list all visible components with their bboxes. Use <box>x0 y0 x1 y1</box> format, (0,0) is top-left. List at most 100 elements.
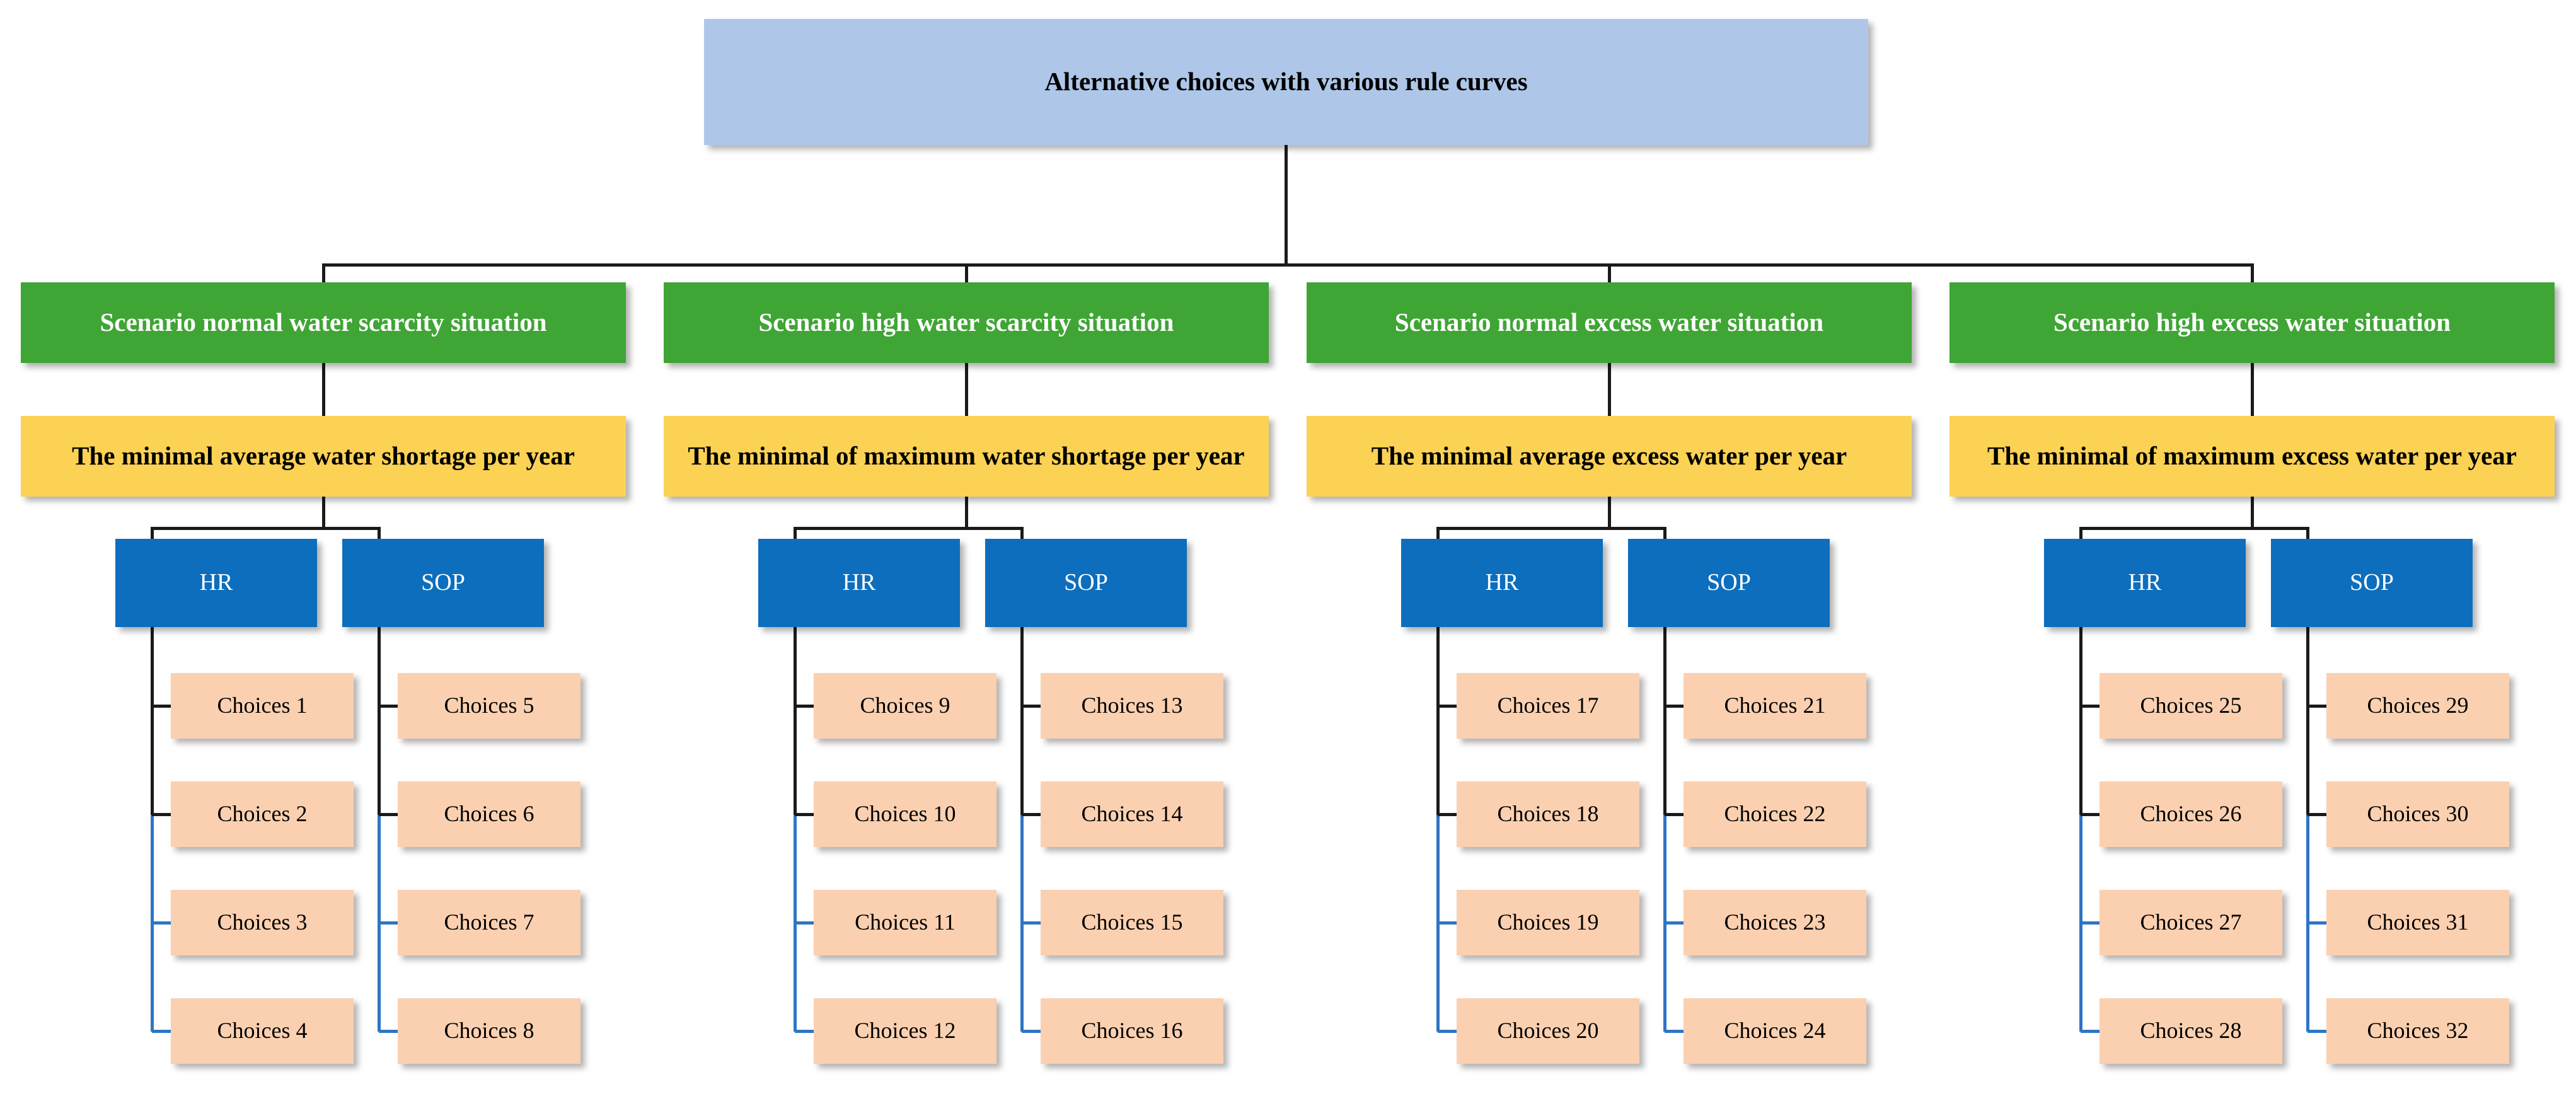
choice-node-choices-3: Choices 3 <box>171 890 354 955</box>
connector-stub-choice-choices-20 <box>1438 1030 1457 1033</box>
connector-to-method-3-1 <box>1436 527 1440 539</box>
choice-node-choices-10-label: Choices 10 <box>854 801 956 827</box>
choice-node-choices-19: Choices 19 <box>1457 890 1639 955</box>
choice-node-choices-17-label: Choices 17 <box>1497 693 1599 718</box>
choice-node-choices-7-label: Choices 7 <box>444 909 534 935</box>
connector-to-method-1-1 <box>151 527 154 539</box>
choice-node-choices-28-label: Choices 28 <box>2140 1018 2242 1044</box>
connector-choice-spine-dark-1-2 <box>378 627 381 816</box>
method-node-3-hr: HR <box>1401 539 1603 627</box>
choice-node-choices-26-label: Choices 26 <box>2140 801 2242 827</box>
method-node-4-sop: SOP <box>2271 539 2473 627</box>
connector-criterion-stem-1 <box>322 497 325 530</box>
choice-node-choices-14: Choices 14 <box>1041 781 1223 847</box>
choice-node-choices-29: Choices 29 <box>2326 673 2509 739</box>
choice-node-choices-13: Choices 13 <box>1041 673 1223 739</box>
choice-node-choices-2-label: Choices 2 <box>217 801 308 827</box>
criterion-node-1: The minimal average water shortage per y… <box>21 416 626 497</box>
connector-stub-choice-choices-32 <box>2307 1030 2326 1033</box>
connector-to-method-4-1 <box>2079 527 2082 539</box>
scenario-node-4-label: Scenario high excess water situation <box>2053 308 2451 337</box>
choice-node-choices-25-label: Choices 25 <box>2140 693 2242 718</box>
connector-criterion-stem-4 <box>2251 497 2254 530</box>
method-node-4-sop-label: SOP <box>2350 569 2394 596</box>
criterion-node-4-label: The minimal of maximum excess water per … <box>1987 441 2517 471</box>
connector-bus-to-branch-1 <box>322 263 325 282</box>
connector-stub-choice-choices-26 <box>2081 813 2099 816</box>
choice-node-choices-23: Choices 23 <box>1684 890 1866 955</box>
choice-node-choices-3-label: Choices 3 <box>217 909 308 935</box>
choice-node-choices-18-label: Choices 18 <box>1497 801 1599 827</box>
connector-stub-choice-choices-12 <box>795 1030 814 1033</box>
connector-bus-to-branch-2 <box>965 263 968 282</box>
choice-node-choices-15: Choices 15 <box>1041 890 1223 955</box>
connector-stub-choice-choices-14 <box>1022 813 1041 816</box>
choice-node-choices-14-label: Choices 14 <box>1081 801 1183 827</box>
connector-stub-choice-choices-8 <box>379 1030 398 1033</box>
connector-choice-spine-dark-3-2 <box>1663 627 1666 816</box>
method-node-3-hr-label: HR <box>1485 569 1519 596</box>
connector-to-method-1-2 <box>378 527 381 539</box>
choice-node-choices-25: Choices 25 <box>2099 673 2282 739</box>
choice-node-choices-32-label: Choices 32 <box>2367 1018 2469 1044</box>
method-node-2-hr-label: HR <box>842 569 876 596</box>
choice-node-choices-22: Choices 22 <box>1684 781 1866 847</box>
connector-choice-spine-dark-4-1 <box>2079 627 2082 816</box>
criterion-node-2: The minimal of maximum water shortage pe… <box>664 416 1269 497</box>
choice-node-choices-7: Choices 7 <box>398 890 580 955</box>
choice-node-choices-19-label: Choices 19 <box>1497 909 1599 935</box>
choice-node-choices-11-label: Choices 11 <box>855 909 956 935</box>
connector-stub-choice-choices-15 <box>1022 921 1041 925</box>
choice-node-choices-11: Choices 11 <box>814 890 996 955</box>
choice-node-choices-22-label: Choices 22 <box>1724 801 1826 827</box>
method-node-2-hr: HR <box>758 539 960 627</box>
connector-criterion-stem-3 <box>1608 497 1611 530</box>
choice-node-choices-4: Choices 4 <box>171 998 354 1064</box>
connector-stub-choice-choices-29 <box>2307 705 2326 708</box>
connector-stub-choice-choices-18 <box>1438 813 1457 816</box>
scenario-node-2: Scenario high water scarcity situation <box>664 282 1269 363</box>
connector-stub-choice-choices-3 <box>152 921 171 925</box>
scenario-node-3: Scenario normal excess water situation <box>1307 282 1912 363</box>
choice-node-choices-26: Choices 26 <box>2099 781 2282 847</box>
connector-stub-choice-choices-30 <box>2307 813 2326 816</box>
choice-node-choices-9-label: Choices 9 <box>860 693 950 718</box>
connector-stub-choice-choices-28 <box>2081 1030 2099 1033</box>
connector-root-stem <box>1285 145 1288 267</box>
criterion-node-3: The minimal average excess water per yea… <box>1307 416 1912 497</box>
connector-stub-choice-choices-19 <box>1438 921 1457 925</box>
choice-node-choices-27: Choices 27 <box>2099 890 2282 955</box>
choice-node-choices-20: Choices 20 <box>1457 998 1639 1064</box>
criterion-node-4: The minimal of maximum excess water per … <box>1949 416 2555 497</box>
method-node-4-hr: HR <box>2044 539 2246 627</box>
connector-stub-choice-choices-13 <box>1022 705 1041 708</box>
choice-node-choices-21-label: Choices 21 <box>1724 693 1826 718</box>
connector-stub-choice-choices-21 <box>1665 705 1684 708</box>
choice-node-choices-15-label: Choices 15 <box>1081 909 1183 935</box>
method-node-4-hr-label: HR <box>2128 569 2162 596</box>
connector-stub-choice-choices-11 <box>795 921 814 925</box>
root-node-label: Alternative choices with various rule cu… <box>1044 67 1528 96</box>
connector-stub-choice-choices-1 <box>152 705 171 708</box>
connector-stub-choice-choices-10 <box>795 813 814 816</box>
connector-choice-spine-dark-2-2 <box>1020 627 1024 816</box>
method-node-1-sop-label: SOP <box>421 569 465 596</box>
connector-scenario-to-criterion-3 <box>1608 363 1611 416</box>
method-node-3-sop-label: SOP <box>1707 569 1751 596</box>
method-node-2-sop: SOP <box>985 539 1187 627</box>
connector-to-method-4-2 <box>2306 527 2309 539</box>
connector-method-bus-4 <box>2081 527 2307 530</box>
connector-stub-choice-choices-9 <box>795 705 814 708</box>
scenario-node-1-label: Scenario normal water scarcity situation <box>100 308 547 337</box>
choice-node-choices-10: Choices 10 <box>814 781 996 847</box>
connector-bus-to-branch-3 <box>1608 263 1611 282</box>
scenario-node-1: Scenario normal water scarcity situation <box>21 282 626 363</box>
choice-node-choices-30: Choices 30 <box>2326 781 2509 847</box>
connector-choice-spine-dark-1-1 <box>151 627 154 816</box>
connector-stub-choice-choices-17 <box>1438 705 1457 708</box>
connector-to-method-2-1 <box>794 527 797 539</box>
connector-stub-choice-choices-6 <box>379 813 398 816</box>
criterion-node-3-label: The minimal average excess water per yea… <box>1371 441 1847 471</box>
choice-node-choices-18: Choices 18 <box>1457 781 1639 847</box>
